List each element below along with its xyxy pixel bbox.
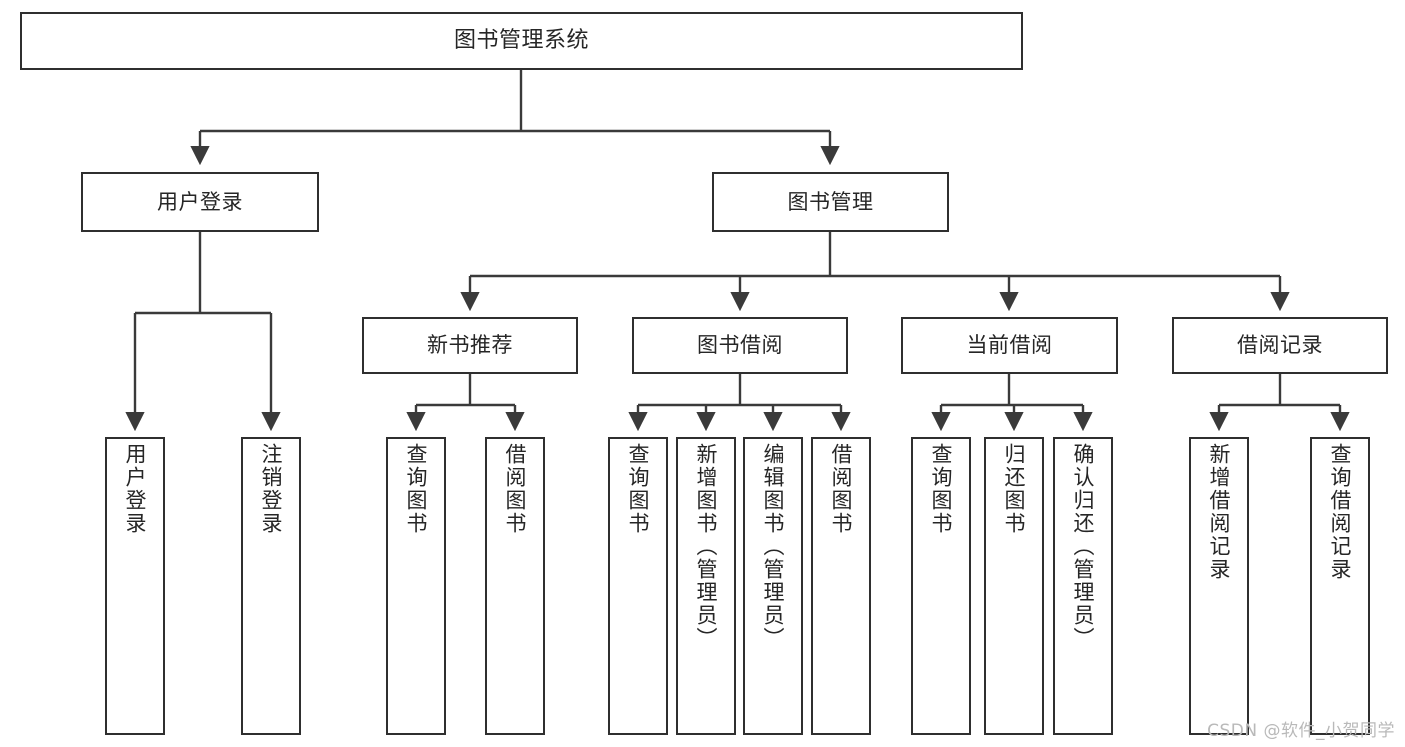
node-leaf-borrow-book-new[interactable]: 借阅图书 bbox=[485, 437, 545, 735]
node-label: 注销登录 bbox=[259, 443, 284, 535]
node-label: 确认归还（管理员） bbox=[1071, 443, 1096, 650]
node-label: 借阅图书 bbox=[503, 443, 528, 535]
node-label: 用户登录 bbox=[157, 189, 243, 214]
node-leaf-edit-book-admin[interactable]: 编辑图书（管理员） bbox=[743, 437, 803, 735]
node-leaf-logout[interactable]: 注销登录 bbox=[241, 437, 301, 735]
node-leaf-query-book-borrow[interactable]: 查询图书 bbox=[608, 437, 668, 735]
node-leaf-confirm-return-admin[interactable]: 确认归还（管理员） bbox=[1053, 437, 1113, 735]
node-borrow-record[interactable]: 借阅记录 bbox=[1172, 317, 1388, 374]
node-label: 新书推荐 bbox=[427, 333, 513, 358]
node-current-borrow[interactable]: 当前借阅 bbox=[901, 317, 1118, 374]
node-leaf-add-borrow-record[interactable]: 新增借阅记录 bbox=[1189, 437, 1249, 735]
node-leaf-borrow-book[interactable]: 借阅图书 bbox=[811, 437, 871, 735]
node-label: 查询图书 bbox=[626, 443, 651, 535]
node-label: 图书管理 bbox=[787, 189, 874, 214]
node-leaf-add-book-admin[interactable]: 新增图书（管理员） bbox=[676, 437, 736, 735]
node-book-borrow[interactable]: 图书借阅 bbox=[632, 317, 848, 374]
node-label: 借阅图书 bbox=[829, 443, 854, 535]
node-leaf-query-book-new[interactable]: 查询图书 bbox=[386, 437, 446, 735]
node-leaf-query-book-current[interactable]: 查询图书 bbox=[911, 437, 971, 735]
node-label: 查询图书 bbox=[929, 443, 954, 535]
node-label: 用户登录 bbox=[123, 443, 148, 535]
node-user-login[interactable]: 用户登录 bbox=[81, 172, 319, 232]
node-label: 新增借阅记录 bbox=[1207, 443, 1232, 581]
node-leaf-user-login[interactable]: 用户登录 bbox=[105, 437, 165, 735]
node-leaf-return-book[interactable]: 归还图书 bbox=[984, 437, 1044, 735]
node-label: 查询图书 bbox=[404, 443, 429, 535]
node-leaf-query-borrow-record[interactable]: 查询借阅记录 bbox=[1310, 437, 1370, 735]
node-label: 新增图书（管理员） bbox=[694, 443, 719, 650]
node-label: 图书借阅 bbox=[697, 333, 783, 358]
node-root-system[interactable]: 图书管理系统 bbox=[20, 12, 1023, 70]
node-label: 编辑图书（管理员） bbox=[761, 443, 786, 650]
watermark-text: CSDN @软件_小贺同学 bbox=[1207, 721, 1395, 741]
node-label: 借阅记录 bbox=[1237, 333, 1323, 358]
node-label: 归还图书 bbox=[1002, 443, 1027, 535]
node-label: 当前借阅 bbox=[966, 333, 1053, 358]
node-new-book-recommend[interactable]: 新书推荐 bbox=[362, 317, 578, 374]
node-book-management[interactable]: 图书管理 bbox=[712, 172, 949, 232]
node-label: 查询借阅记录 bbox=[1328, 443, 1353, 581]
node-label: 图书管理系统 bbox=[453, 28, 589, 54]
